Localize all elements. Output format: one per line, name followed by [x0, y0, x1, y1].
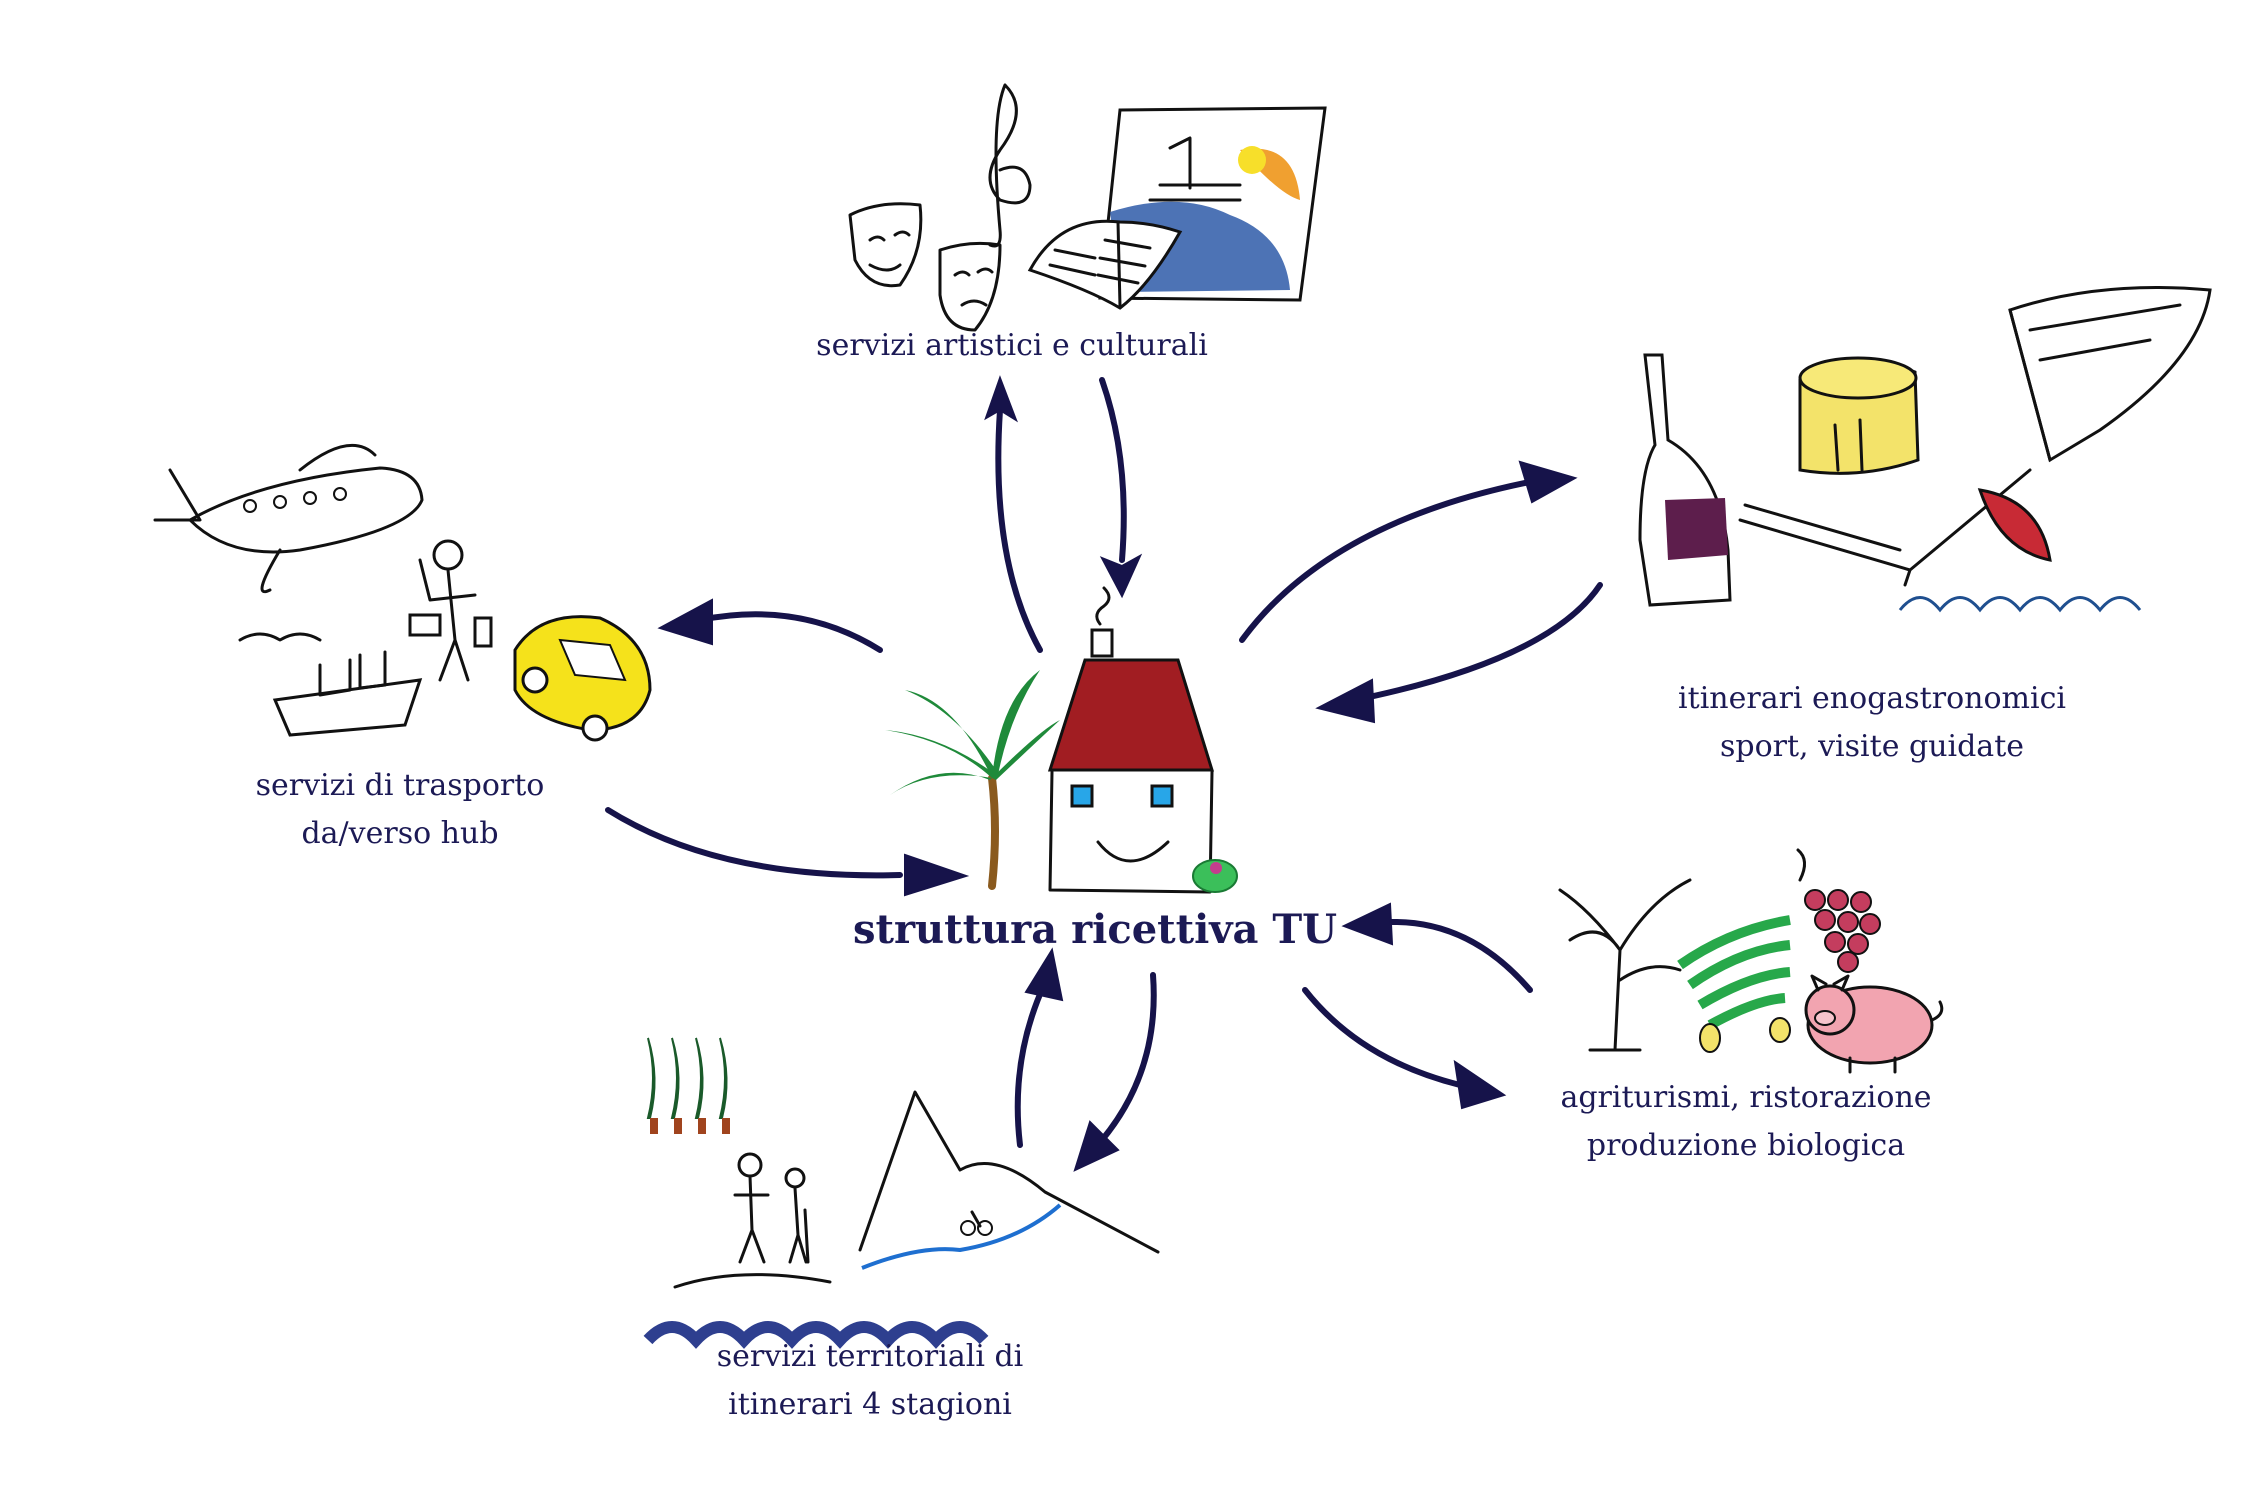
- theater-mask-icon: [938, 241, 1002, 332]
- roof-shape: [1047, 658, 1215, 772]
- tree-icon: [1558, 878, 1692, 1052]
- center-title: struttura ricettiva TU: [852, 906, 1338, 953]
- culture-illustration: [848, 83, 1327, 332]
- ship-icon: [272, 678, 423, 737]
- book-icon: [1027, 219, 1183, 310]
- node-label-territory: servizi territoriali di itinerari 4 stag…: [717, 1333, 1024, 1429]
- label-line: agriturismi, ristorazione: [1560, 1080, 1932, 1115]
- surfboard-icon: [1977, 488, 2052, 562]
- cyclist-icon: [960, 1220, 976, 1236]
- wine-bottle-icon: [1638, 353, 1732, 607]
- sail-icon: [2008, 286, 2212, 463]
- node-label-food: itinerari enogastronomici sport, visite …: [1678, 675, 2066, 771]
- label-line: produzione biologica: [1586, 1128, 1906, 1163]
- label-line: sport, visite guidate: [1719, 729, 2025, 764]
- mountain-icon: [858, 1090, 1160, 1254]
- hiker-icon: [737, 1152, 763, 1178]
- palm-tree-icon: [885, 670, 1060, 890]
- waves-icon: [1898, 596, 2142, 613]
- house-icon: [1047, 586, 1238, 894]
- sea-waves-icon: [643, 1321, 989, 1349]
- node-label-culture: servizi artistici e culturali: [816, 322, 1208, 370]
- territory-illustration: [643, 1037, 1160, 1349]
- person-icon: [432, 539, 464, 571]
- label-line: itinerari 4 stagioni: [728, 1387, 1012, 1422]
- grapes-icon: [1796, 848, 1881, 973]
- label-line: servizi artistici e culturali: [816, 328, 1208, 363]
- vineyard-icon: [1677, 915, 1791, 970]
- node-label-transport: servizi di trasporto da/verso hub: [256, 762, 545, 858]
- forest-icon: [646, 1037, 730, 1134]
- river-icon: [861, 1203, 1062, 1270]
- theater-mask-icon: [848, 202, 923, 288]
- label-line: servizi territoriali di: [716, 1339, 1024, 1374]
- food-sport-illustration: [1638, 286, 2212, 613]
- transport-illustration: [153, 443, 652, 742]
- airplane-icon: [187, 466, 424, 554]
- label-line: da/verso hub: [301, 816, 499, 851]
- node-label-agri: agriturismi, ristorazione produzione bio…: [1560, 1074, 1931, 1170]
- label-line: itinerari enogastronomici: [1678, 681, 2066, 716]
- arrows: [605, 375, 1603, 1172]
- pig-icon: [1804, 974, 1944, 1074]
- agri-illustration: [1558, 848, 1944, 1074]
- treble-clef-icon: [988, 83, 1032, 248]
- label-line: servizi di trasporto: [255, 768, 545, 803]
